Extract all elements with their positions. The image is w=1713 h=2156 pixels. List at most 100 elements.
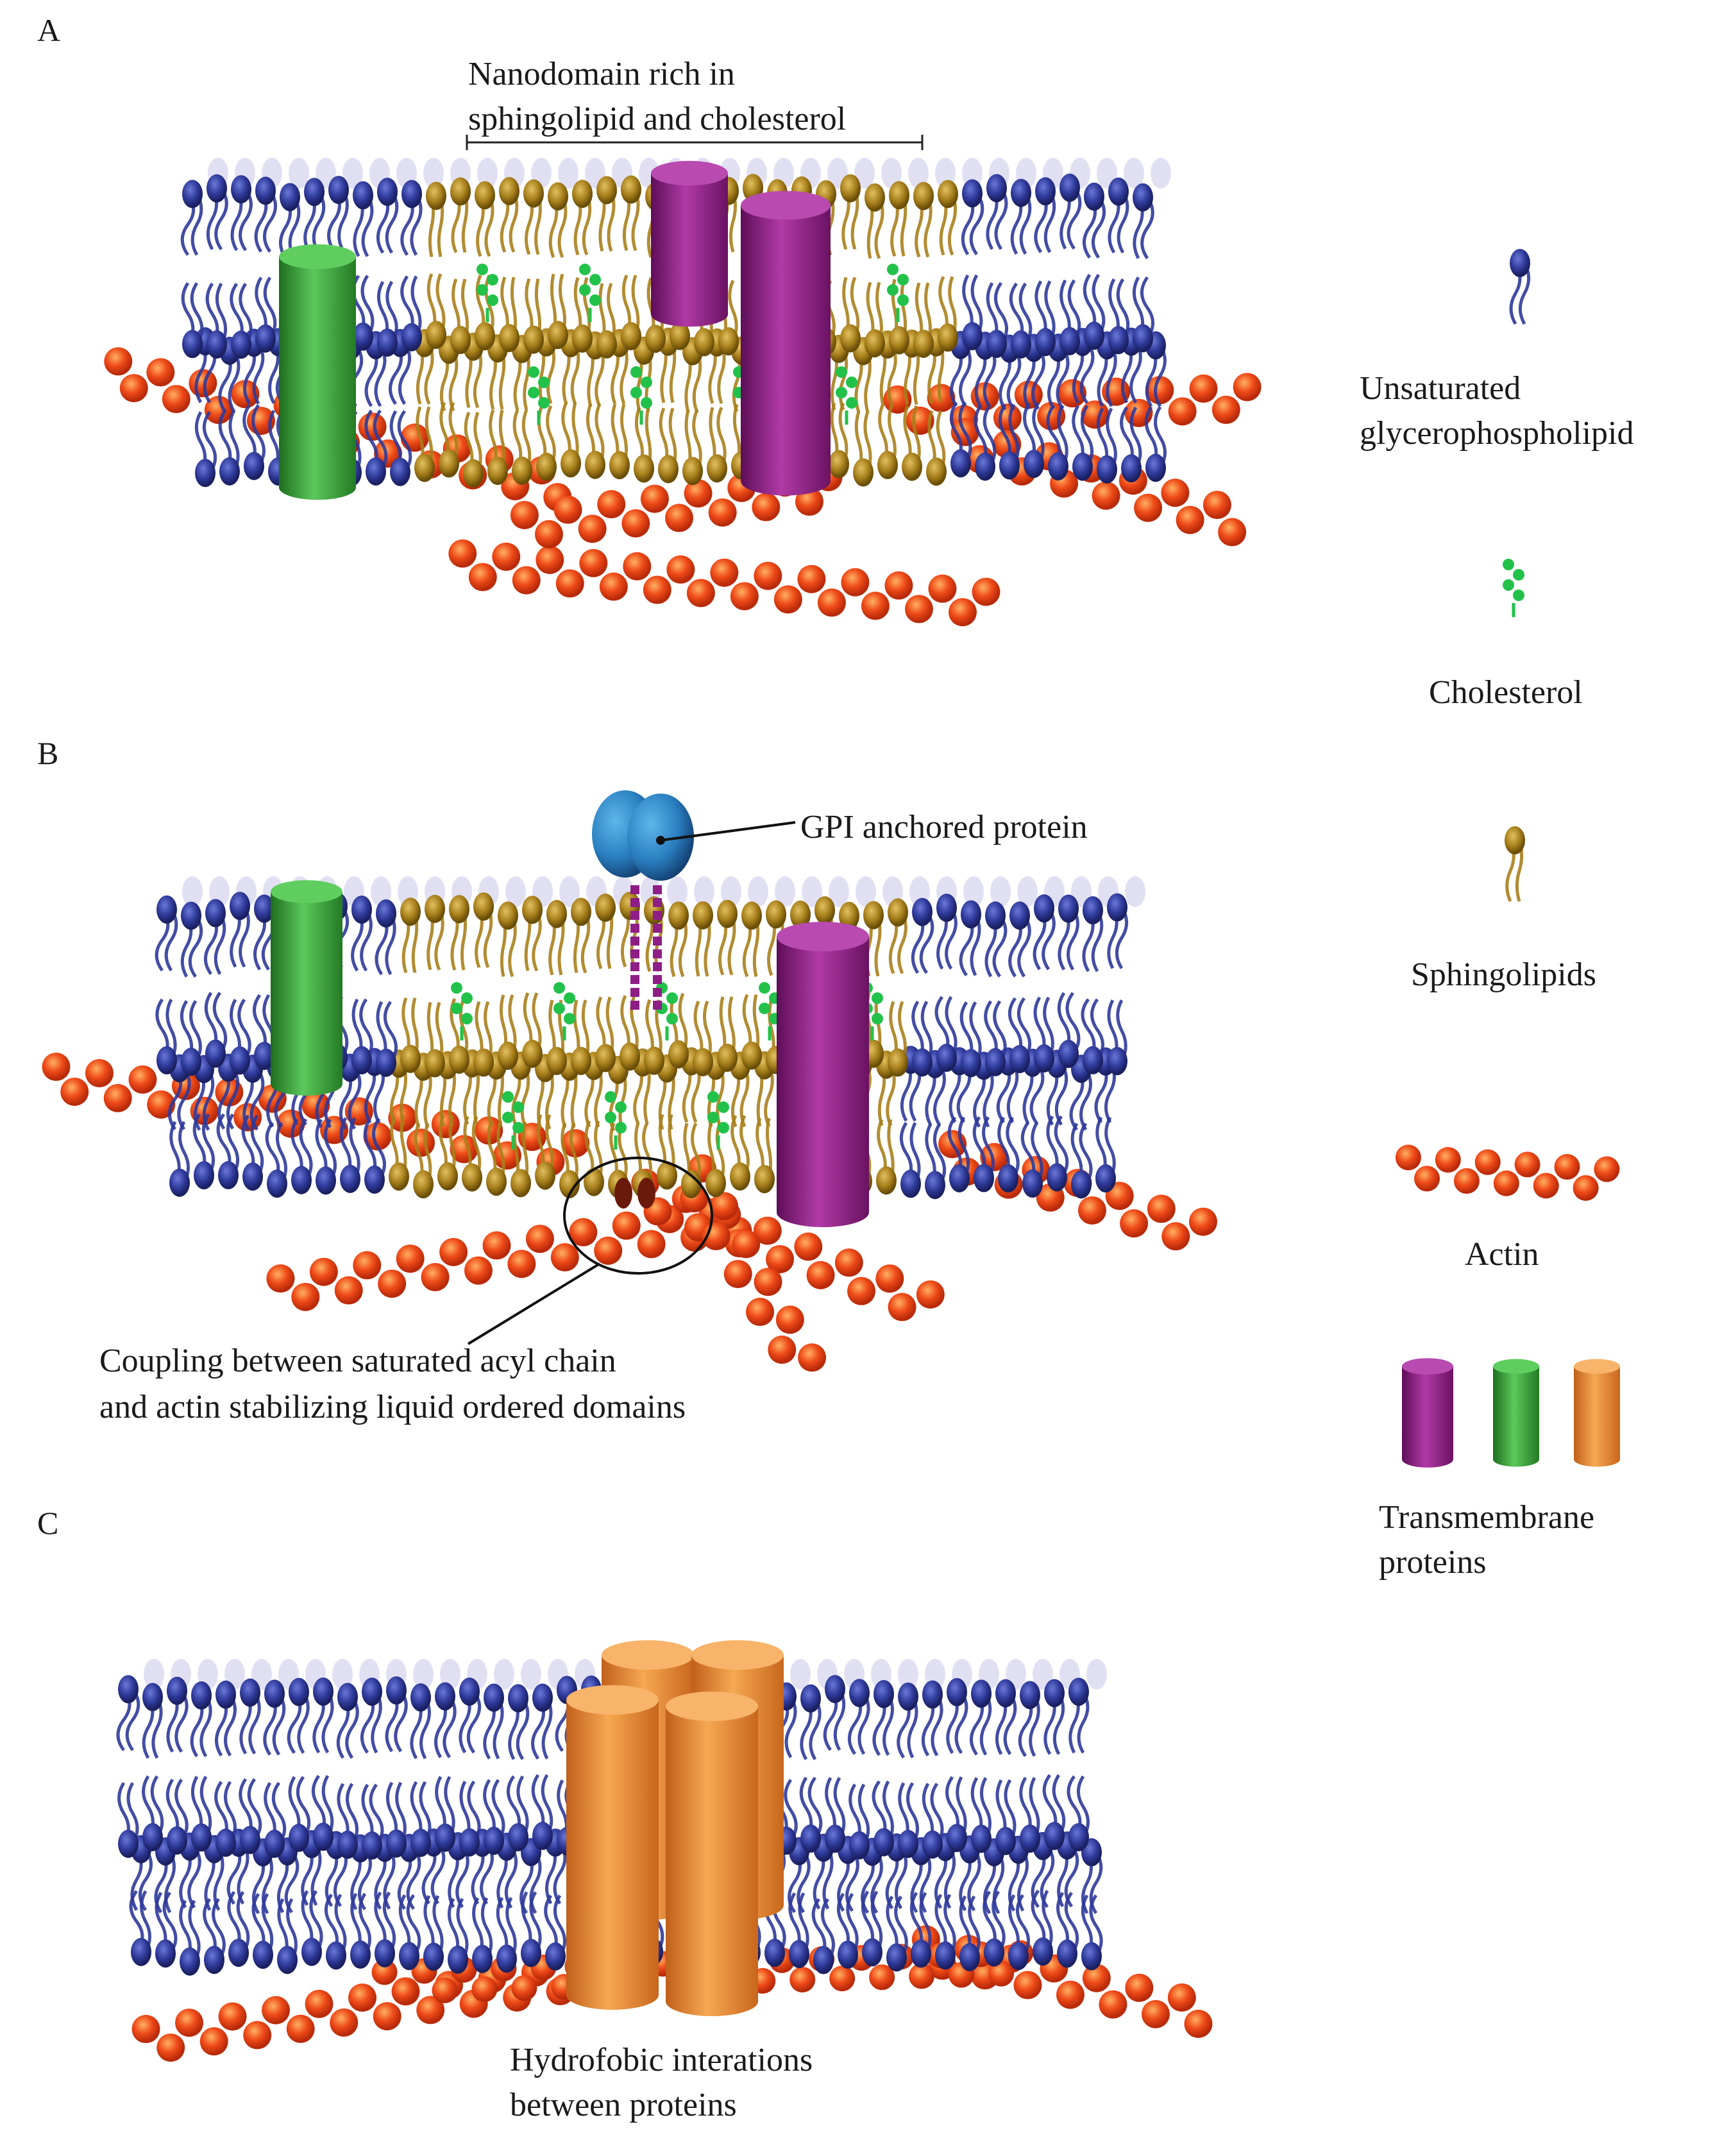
glycerophospholipid: [218, 409, 240, 486]
back-row-head: [494, 1659, 514, 1690]
lipid-head: [475, 322, 495, 351]
actin-bead: [789, 1967, 816, 1993]
glycerophospholipid: [230, 282, 253, 359]
cholesterol: [836, 366, 857, 425]
actin-bead: [448, 539, 477, 568]
glycerophospholipid: [1509, 249, 1531, 325]
glycerophospholipid: [364, 409, 388, 486]
lipid-head: [975, 452, 995, 481]
glycerophospholipid: [974, 405, 997, 481]
glycerophospholipid: [216, 1113, 240, 1190]
lipid-head: [1011, 330, 1031, 359]
glycerophospholipid: [1059, 279, 1081, 355]
back-row-head: [748, 876, 768, 907]
cholesterol: [861, 982, 883, 1040]
actin-bead: [817, 588, 846, 617]
actin-bead: [371, 1959, 398, 1985]
lipid-head: [264, 1829, 285, 1858]
actin-filament: [950, 418, 1247, 547]
lipid-head: [142, 1822, 163, 1851]
lipid-head: [545, 1942, 566, 1971]
lipid-head: [959, 1943, 980, 1972]
glycerophospholipid: [959, 1895, 981, 1972]
lipid-head: [475, 181, 495, 210]
lipid-head: [984, 1938, 1004, 1967]
glycerophospholipid: [180, 999, 202, 1076]
sphingolipid: [595, 996, 616, 1073]
glycerophospholipid: [1082, 182, 1106, 259]
actin-bead: [104, 347, 133, 376]
lipid-head: [634, 454, 654, 483]
back-row-head: [829, 876, 849, 907]
cholesterol: [707, 1091, 729, 1150]
lipid-head: [1044, 1822, 1065, 1851]
lipid-head: [426, 182, 446, 210]
actin-bead: [1058, 379, 1087, 408]
lipid-head: [277, 1946, 298, 1974]
lipid-head: [621, 322, 641, 351]
sphingolipid: [865, 282, 885, 358]
glycerophospholipid: [936, 894, 958, 970]
glycerophospholipid: [400, 180, 423, 256]
lipid-head: [620, 1042, 640, 1071]
lipid-head: [410, 1683, 431, 1712]
lipid-head: [1048, 452, 1068, 480]
actin-bead: [534, 520, 563, 548]
back-row-head: [694, 876, 714, 907]
back-row-head: [144, 1659, 164, 1690]
sphingolipid: [658, 407, 679, 484]
actin-bead: [928, 574, 957, 603]
lipid-head: [863, 901, 884, 929]
glycerophospholipid: [1107, 999, 1127, 1076]
lipid-head: [790, 900, 811, 929]
lipid-head: [228, 1939, 249, 1967]
actin-bead: [753, 1216, 782, 1245]
lipid-head: [204, 1946, 224, 1974]
lipid-head: [459, 1677, 480, 1706]
lipid-head: [1505, 826, 1525, 854]
actin-bead: [353, 1251, 382, 1280]
lipid-head: [253, 1940, 273, 1969]
back-row-head: [1033, 1659, 1053, 1690]
sphingolipid: [877, 403, 898, 480]
glycerophospholipid: [303, 178, 326, 254]
actin-bead: [875, 1264, 904, 1293]
lipid-head: [254, 894, 274, 923]
lipid-head: [499, 324, 519, 353]
lipid-head: [1072, 452, 1093, 481]
sphingolipid: [439, 402, 459, 478]
back-row-head: [854, 158, 875, 189]
lipid-head: [572, 324, 593, 353]
lipid-head: [313, 1822, 333, 1851]
sphingolipid: [621, 275, 641, 351]
actin-bead: [363, 1122, 392, 1151]
legend-protein-green: [1493, 1359, 1539, 1467]
lipid-head: [351, 896, 372, 924]
legend-cholesterol-label: Cholesterol: [1429, 674, 1583, 711]
sphingolipid: [414, 406, 435, 482]
lipid-head: [717, 899, 738, 928]
lipid-head: [426, 321, 446, 350]
glycerophospholipid: [986, 282, 1009, 359]
cholesterol: [887, 264, 909, 322]
lipid-head: [912, 897, 932, 926]
lipid-head: [376, 899, 396, 928]
glycerophospholipid: [984, 901, 1008, 978]
glycerophospholipid: [950, 401, 972, 478]
glycerophospholipid: [1033, 996, 1054, 1073]
lipid-head: [985, 901, 1006, 930]
glycerophospholipid: [1068, 1677, 1090, 1754]
cholesterol: [630, 366, 652, 425]
actin-bead: [464, 1256, 493, 1285]
sphingolipid: [705, 1121, 726, 1198]
lipid-head: [1083, 1046, 1103, 1074]
lipid-head: [1107, 893, 1127, 922]
back-row-head: [423, 158, 444, 189]
glycerophospholipid: [1046, 1115, 1069, 1192]
actin-bead: [1435, 1147, 1461, 1173]
lipid-head: [390, 457, 410, 486]
lipid-head: [1071, 1170, 1092, 1199]
glycerophospholipid: [1057, 992, 1081, 1068]
glycerophospholipid: [376, 178, 399, 254]
actin-bead: [884, 571, 913, 600]
